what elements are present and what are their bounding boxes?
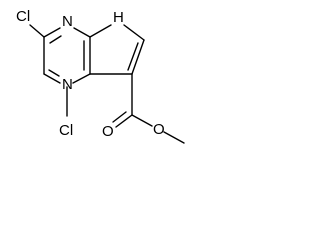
bond-c2-cl	[29, 24, 45, 38]
atom-label-cl-bottom: Cl	[59, 122, 73, 139]
molecule-structure: Cl N H N Cl O O	[16, 8, 185, 144]
structure-canvas: Cl N H N Cl O O	[16, 8, 185, 144]
bond-carboxyl-o-ester	[131, 114, 153, 127]
bond-n3-c4	[73, 27, 91, 38]
bond-c4a-c5	[72, 73, 91, 84]
bond-nh-c6	[123, 24, 145, 41]
bond-c6-c5p-double-inner	[127, 42, 139, 71]
atom-label-cl-top: Cl	[16, 8, 30, 25]
bond-c2-n3-double-inner	[49, 35, 62, 44]
bond-c6-c5p-double	[131, 39, 145, 75]
atom-label-o-carbonyl: O	[102, 123, 114, 140]
bond-carboxyl-o-double	[115, 114, 133, 128]
bond-carboxyl-o-double-inner	[112, 111, 127, 123]
bond-c5-n1-double-inner	[48, 69, 60, 77]
bond-o-methyl	[163, 131, 185, 144]
atom-label-o-ester: O	[153, 121, 165, 138]
bond-c2-n3-double	[43, 27, 61, 38]
atom-label-n-ring-left: N	[62, 76, 73, 93]
bond-c7a-nh	[89, 24, 112, 38]
bond-c5-n1-double	[43, 73, 61, 84]
bonds	[29, 24, 185, 144]
atom-label-nh: H	[113, 9, 124, 26]
atom-label-n-ring-top: N	[62, 13, 73, 30]
